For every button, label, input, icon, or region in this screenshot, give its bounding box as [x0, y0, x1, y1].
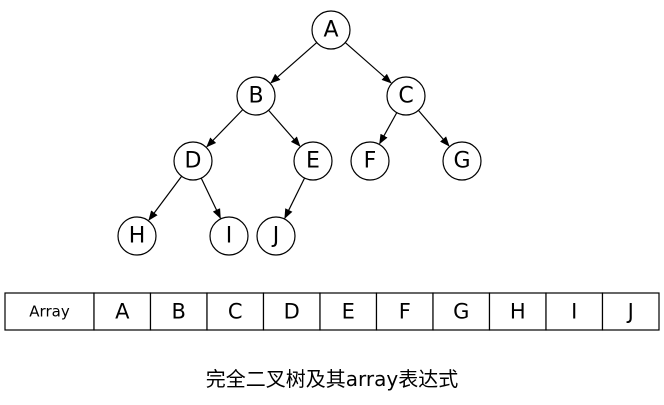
array-cell-value: E	[342, 300, 355, 324]
array-cell-box	[319, 292, 378, 331]
array-cell-5: F	[375, 292, 434, 331]
array-row: Array A B C D E F G H I J	[4, 292, 660, 331]
node-label: I	[226, 224, 233, 249]
array-cell-9: J	[601, 292, 660, 331]
node-circle	[173, 141, 213, 181]
array-cell-value: D	[284, 300, 300, 324]
edge-b-e	[268, 109, 301, 147]
node-circle	[293, 141, 333, 181]
array-cell-value: I	[571, 300, 577, 324]
node-label: E	[306, 149, 320, 174]
edge-d-i	[200, 177, 221, 219]
array-cell-box	[262, 292, 321, 331]
tree-node-j: J	[256, 216, 296, 256]
array-label: Array	[29, 303, 70, 321]
node-circle	[256, 216, 296, 256]
node-label: D	[185, 149, 202, 174]
node-circle	[117, 216, 157, 256]
tree-node-d: D	[173, 141, 213, 181]
edge-c-f	[379, 112, 398, 145]
array-cell-box	[375, 292, 434, 331]
node-circle	[386, 76, 426, 116]
node-circle	[350, 141, 390, 181]
tree-node-i: I	[209, 216, 249, 256]
array-cell-value: B	[172, 300, 186, 324]
tree-nodes: A B C D E F G H I J	[117, 10, 482, 256]
array-cell-box	[149, 292, 208, 331]
edge-b-d	[206, 109, 244, 148]
node-label: J	[271, 224, 280, 249]
tree-node-b: B	[236, 76, 276, 116]
array-cell-value: A	[115, 300, 130, 324]
edge-a-b	[270, 42, 318, 84]
node-circle	[442, 141, 482, 181]
array-cell-value: G	[453, 300, 469, 324]
tree-node-f: F	[350, 141, 390, 181]
edge-c-g	[417, 110, 450, 147]
edge-d-h	[148, 175, 183, 221]
array-cell-1: B	[149, 292, 208, 331]
array-cell-8: I	[545, 292, 604, 331]
node-label: G	[453, 149, 470, 174]
array-cell-value: F	[399, 300, 411, 324]
node-label: C	[398, 84, 413, 109]
tree-edges	[148, 42, 450, 221]
node-label: A	[323, 18, 338, 43]
edge-a-c	[344, 42, 392, 84]
array-cell-2: C	[206, 292, 265, 331]
array-cell-4: E	[319, 292, 378, 331]
array-cell-0: A	[93, 292, 152, 331]
array-cell-box	[601, 292, 660, 331]
array-cell-box	[432, 292, 491, 331]
node-label: F	[364, 149, 377, 174]
array-cell-3: D	[262, 292, 321, 331]
diagram-caption: 完全二叉树及其array表达式	[205, 367, 459, 391]
array-cell-value: C	[228, 300, 243, 324]
tree-node-h: H	[117, 216, 157, 256]
node-label: B	[248, 84, 263, 109]
tree-node-e: E	[293, 141, 333, 181]
array-cell-6: G	[432, 292, 491, 331]
array-cell-7: H	[488, 292, 547, 331]
node-circle	[311, 10, 351, 50]
array-cell-box	[206, 292, 265, 331]
node-label: H	[129, 224, 146, 249]
node-circle	[209, 216, 249, 256]
edge-e-j	[284, 177, 306, 219]
tree-node-a: A	[311, 10, 351, 50]
array-cell-value: H	[510, 300, 526, 324]
tree-node-g: G	[442, 141, 482, 181]
tree-node-c: C	[386, 76, 426, 116]
array-label-cell: Array	[4, 292, 95, 331]
array-cell-value: J	[626, 300, 634, 324]
node-circle	[236, 76, 276, 116]
